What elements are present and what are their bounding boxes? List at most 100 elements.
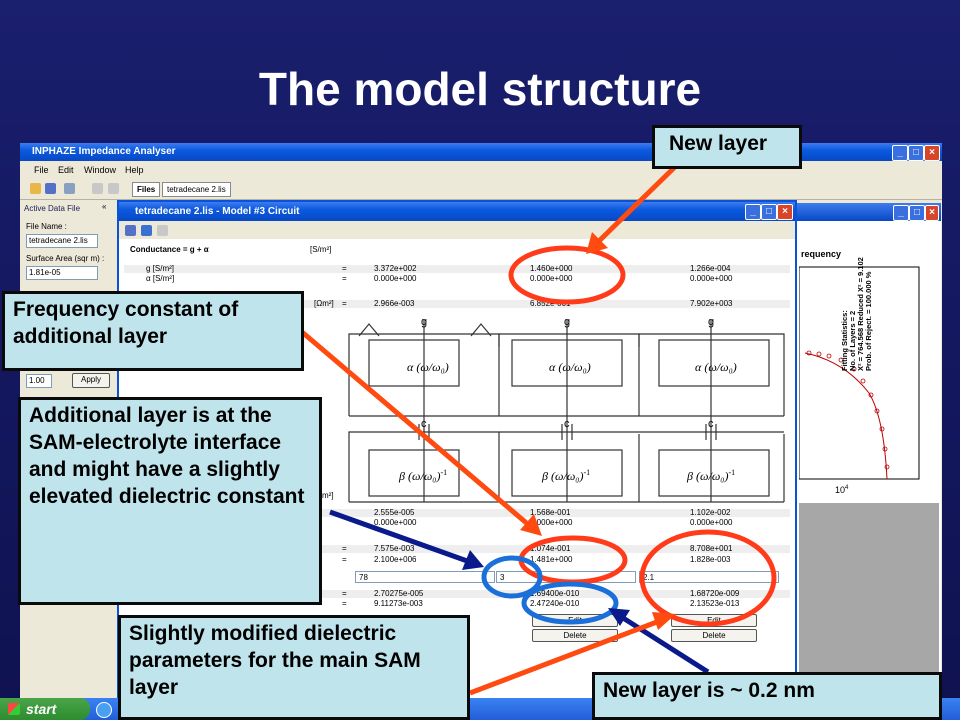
delete-button[interactable]: Delete bbox=[671, 629, 757, 642]
beta-element bbox=[658, 449, 770, 497]
value-cell: 2.47240e-010 bbox=[530, 599, 580, 608]
apply-button[interactable]: Apply bbox=[72, 373, 110, 388]
close-button[interactable]: × bbox=[924, 145, 940, 161]
value-cell: 0.000e+000 bbox=[690, 518, 733, 527]
circuit-maximize-button[interactable]: □ bbox=[761, 204, 777, 220]
row-unit: [Ωm²] bbox=[314, 299, 334, 308]
beta-element bbox=[511, 449, 623, 497]
menu-help[interactable]: Help bbox=[125, 165, 144, 175]
resistor-g bbox=[358, 323, 380, 337]
surface-area-field[interactable]: 1.81e-05 bbox=[26, 266, 98, 280]
alpha-element bbox=[511, 339, 623, 387]
menu-file[interactable]: File bbox=[34, 165, 49, 175]
delete-button[interactable]: Delete bbox=[532, 629, 618, 642]
open-icon[interactable] bbox=[30, 183, 41, 194]
g-label: g bbox=[708, 316, 715, 328]
save-icon[interactable] bbox=[45, 183, 56, 194]
data-point bbox=[816, 351, 822, 357]
value-cell: 7.575e-003 bbox=[374, 544, 415, 553]
menu-edit[interactable]: Edit bbox=[58, 165, 74, 175]
data-point bbox=[868, 392, 874, 398]
layer1-eps-input[interactable]: 78 bbox=[355, 571, 495, 583]
value-cell: 1.074e-001 bbox=[530, 544, 571, 553]
alpha-element bbox=[368, 339, 460, 387]
value-cell: 1.68720e-009 bbox=[690, 589, 740, 598]
conductance-label: Conductance = g + α bbox=[130, 245, 209, 254]
callout-additional-layer: Additional layer is at the SAM-electroly… bbox=[18, 397, 322, 605]
browser-icon[interactable] bbox=[96, 702, 112, 718]
thickness-row-1: = 2.70275e-005 1.69400e-010 1.68720e-009 bbox=[124, 590, 790, 598]
g-label: g bbox=[421, 316, 428, 328]
value-cell: 1.481e+000 bbox=[530, 555, 573, 564]
start-label: start bbox=[26, 701, 57, 717]
layer3-eps-input[interactable]: 2.1 bbox=[639, 571, 779, 583]
graph-minimize-button[interactable]: _ bbox=[893, 205, 909, 221]
paste-icon[interactable] bbox=[108, 183, 119, 194]
file-tab[interactable]: tetradecane 2.lis bbox=[162, 182, 231, 197]
files-tab[interactable]: Files bbox=[132, 182, 161, 197]
windows-logo-icon bbox=[8, 703, 20, 715]
arrow-modified bbox=[469, 617, 663, 696]
omega-row: [Ωm²] = 2.966e-003 6.852e-001 7.902e+003 bbox=[124, 300, 790, 308]
circuit-close-button[interactable]: × bbox=[777, 204, 793, 220]
graph-close-button[interactable]: × bbox=[925, 205, 939, 221]
plot-frame bbox=[799, 266, 920, 480]
alpha-element bbox=[658, 339, 770, 387]
data-point bbox=[879, 426, 885, 432]
circuit-unit-3 bbox=[638, 320, 785, 503]
beta-label: β (ω/ω₀)-1 bbox=[687, 468, 736, 483]
print-icon[interactable] bbox=[157, 225, 168, 236]
sidebar-heading: Active Data File bbox=[24, 204, 81, 213]
c-label: c bbox=[421, 418, 427, 430]
eq-sign: = bbox=[342, 589, 347, 598]
c-label: c bbox=[708, 418, 714, 430]
surface-area-label: Surface Area (sqr m) : bbox=[26, 254, 105, 263]
arrow-frequency bbox=[300, 330, 532, 528]
file-name-field[interactable]: tetradecane 2.lis bbox=[26, 234, 98, 248]
graph-maximize-button[interactable]: □ bbox=[909, 205, 925, 221]
maximize-button[interactable]: □ bbox=[908, 145, 924, 161]
value-cell: 7.902e+003 bbox=[690, 299, 733, 308]
g-row: g [S/m²] = 3.372e+002 1.460e+000 1.266e-… bbox=[124, 265, 790, 273]
alpha-label: α (ω/ω₀) bbox=[407, 360, 449, 374]
save-icon[interactable] bbox=[125, 225, 136, 236]
value-cell: 1.568e-001 bbox=[530, 508, 571, 517]
eps-row-1: = 7.575e-003 1.074e-001 8.708e+001 bbox=[124, 545, 790, 553]
beta-label: β (ω/ω₀)-1 bbox=[542, 468, 591, 483]
c-label: c bbox=[564, 418, 570, 430]
info-icon[interactable] bbox=[141, 225, 152, 236]
collapse-icon[interactable]: « bbox=[102, 202, 107, 211]
ellipse-thickness bbox=[521, 581, 619, 625]
slide-title: The model structure bbox=[258, 63, 702, 115]
eq-sign: = bbox=[342, 555, 347, 564]
value-cell: 6.852e-001 bbox=[530, 299, 571, 308]
alpha-label: α (ω/ω₀) bbox=[695, 360, 737, 374]
row-label: g [S/m²] bbox=[146, 264, 175, 273]
value-cell: 0.000e+000 bbox=[690, 274, 733, 283]
callout-layer-thickness: New layer is ~ 0.2 nm bbox=[592, 672, 942, 720]
conductance-unit: [S/m²] bbox=[310, 245, 332, 254]
value-cell: 2.966e-003 bbox=[374, 299, 415, 308]
undo-icon[interactable] bbox=[64, 183, 75, 194]
data-point bbox=[826, 353, 832, 359]
copy-icon[interactable] bbox=[92, 183, 103, 194]
start-button[interactable]: start bbox=[0, 698, 90, 720]
arrow-thickness bbox=[618, 613, 710, 675]
toolbar: Files tetradecane 2.lis bbox=[20, 179, 942, 200]
eq-sign: = bbox=[342, 274, 347, 283]
eps-row-2: = 2.100e+006 1.481e+000 1.828e-003 bbox=[124, 556, 790, 564]
circuit-diagram bbox=[348, 320, 785, 503]
value-cell: 0.000e+000 bbox=[374, 274, 417, 283]
menu-window[interactable]: Window bbox=[84, 165, 117, 175]
apply-value-field[interactable]: 1.00 bbox=[26, 374, 52, 388]
callout-new-layer: New layer bbox=[652, 125, 802, 169]
data-point bbox=[806, 350, 812, 356]
minimize-button[interactable]: _ bbox=[892, 145, 908, 161]
value-cell: 0.000e+000 bbox=[374, 518, 417, 527]
value-cell: 2.13523e-013 bbox=[690, 599, 740, 608]
circuit-unit-2 bbox=[498, 320, 640, 503]
wire bbox=[638, 333, 785, 347]
beta-row: 0.000e+000 0.000e+000 0.000e+000 bbox=[124, 519, 790, 527]
thickness-row-2: = 9.11273e-003 2.47240e-010 2.13523e-013 bbox=[124, 600, 790, 608]
circuit-minimize-button[interactable]: _ bbox=[745, 204, 761, 220]
